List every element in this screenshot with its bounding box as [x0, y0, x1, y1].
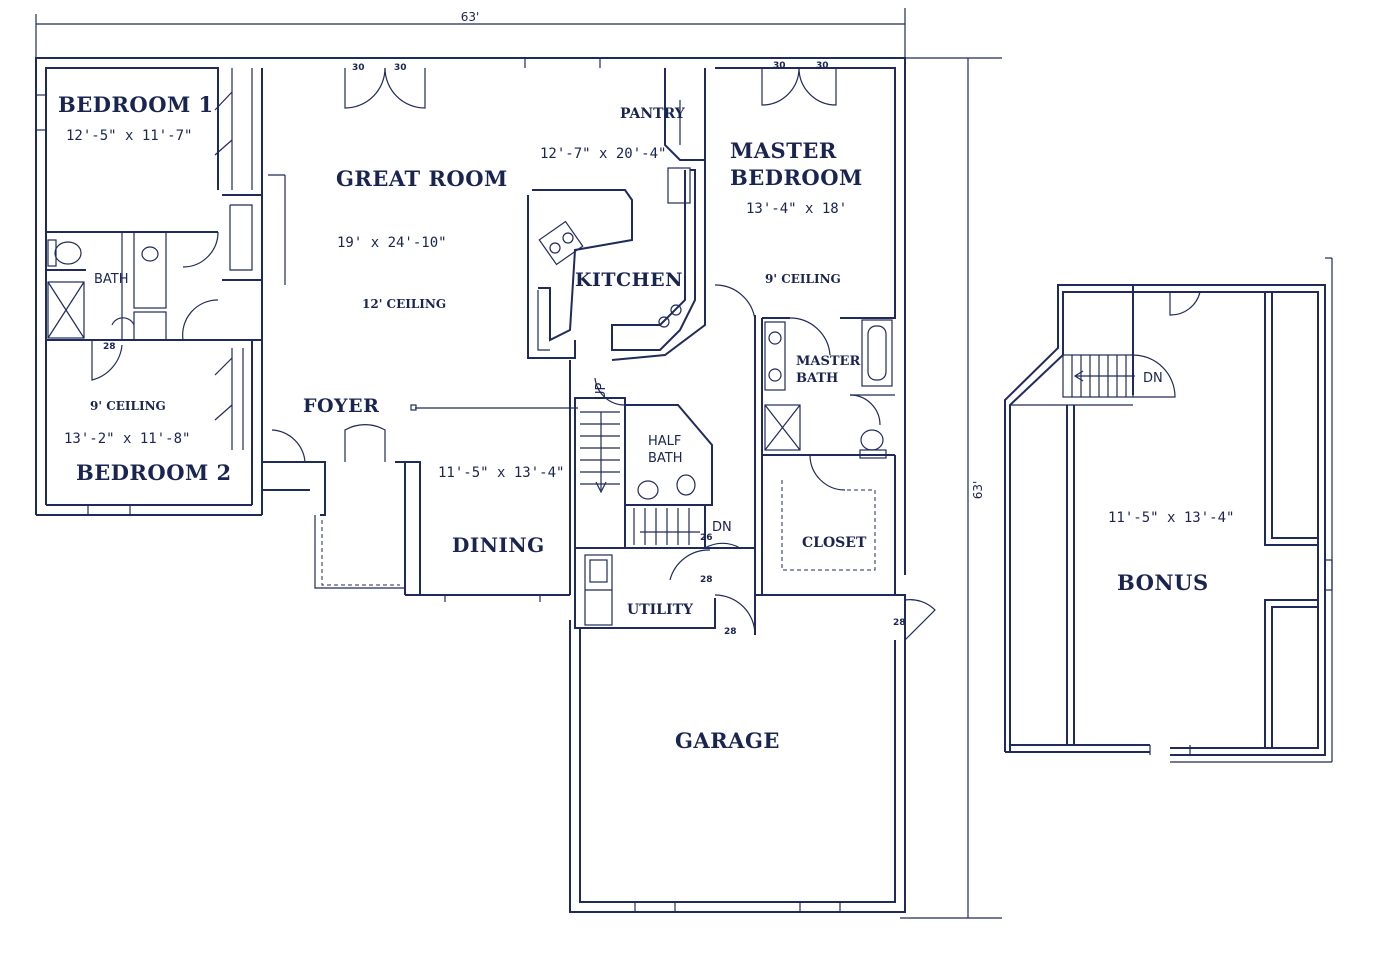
great-room-ceiling: 12' CEILING	[362, 297, 446, 311]
room-utility: UTILITY	[627, 602, 694, 618]
garage-name: GARAGE	[675, 728, 780, 753]
stair-down-label: DN	[712, 520, 732, 535]
master-bath-name-line1: MASTER	[796, 354, 860, 369]
dining-name: DINING	[452, 533, 545, 557]
bedroom2-dims: 13'-2" x 11'-8"	[64, 431, 190, 447]
closet-name: CLOSET	[802, 535, 867, 551]
door-size-label: 30	[352, 63, 365, 73]
room-pantry: PANTRY	[620, 106, 686, 122]
bonus-stair-down-label: DN	[1143, 371, 1163, 386]
room-half-bath: HALF BATH	[648, 434, 683, 466]
door-size-label: 28	[724, 627, 737, 637]
bath-name: BATH	[94, 272, 129, 287]
bedroom1-name: BEDROOM 1	[58, 92, 214, 117]
main-walls	[35, 57, 936, 913]
room-bonus: 11'-5" x 13'-4" BONUS	[1108, 510, 1234, 595]
room-dining: 11'-5" x 13'-4" DINING	[438, 465, 564, 557]
great-room-dims: 19' x 24'-10"	[337, 235, 447, 251]
overall-dimension-right: 63'	[900, 57, 1002, 919]
master-bedroom-dims: 13'-4" x 18'	[746, 201, 847, 217]
room-closet: CLOSET	[802, 535, 867, 551]
door-size-label: 28	[103, 342, 116, 352]
door-size-label: 28	[893, 618, 906, 628]
room-foyer: FOYER	[303, 395, 578, 417]
door-size-label: 30	[816, 61, 829, 71]
room-garage: GARAGE	[675, 728, 780, 753]
room-bedroom1: BEDROOM 1 12'-5" x 11'-7"	[58, 92, 214, 144]
master-bedroom-ceiling: 9' CEILING	[765, 272, 841, 286]
overall-height-label: 63'	[971, 481, 985, 500]
half-bath-name-line2: BATH	[648, 451, 683, 466]
bonus-name: BONUS	[1117, 570, 1209, 595]
foyer-name: FOYER	[303, 395, 379, 417]
overall-width-label: 63'	[461, 10, 480, 24]
stair-up-label: UP	[594, 382, 609, 400]
kitchen-dims: 12'-7" x 20'-4"	[540, 146, 666, 162]
door-size-label: 30	[773, 61, 786, 71]
door-size-label: 26	[700, 533, 713, 543]
room-master-bedroom: MASTER BEDROOM 13'-4" x 18' 9' CEILING	[730, 138, 863, 286]
cooktop-icon	[658, 304, 682, 328]
room-bedroom2: 9' CEILING 13'-2" x 11'-8" BEDROOM 2	[64, 399, 232, 485]
room-kitchen: 12'-7" x 20'-4" KITCHEN	[538, 146, 683, 328]
dining-dims: 11'-5" x 13'-4"	[438, 465, 564, 481]
master-bedroom-name-line1: MASTER	[730, 138, 837, 163]
bedroom2-ceiling: 9' CEILING	[90, 399, 166, 413]
utility-name: UTILITY	[627, 602, 694, 618]
bonus-walls	[1004, 257, 1333, 763]
half-bath-name-line1: HALF	[648, 434, 681, 449]
bedroom2-name: BEDROOM 2	[76, 460, 232, 485]
kitchen-sink-icon	[538, 220, 584, 266]
master-bedroom-name-line2: BEDROOM	[730, 165, 863, 190]
bedroom1-dims: 12'-5" x 11'-7"	[66, 128, 192, 144]
door-size-label: 30	[394, 63, 407, 73]
pantry-name: PANTRY	[620, 106, 686, 122]
overall-dimension-top: 63'	[35, 8, 906, 60]
room-great-room: GREAT ROOM 19' x 24'-10" 12' CEILING	[336, 166, 508, 311]
room-master-bath: MASTER BATH	[796, 354, 860, 386]
master-bath-name-line2: BATH	[796, 371, 838, 386]
kitchen-name: KITCHEN	[575, 269, 683, 291]
room-bath: BATH	[94, 272, 129, 287]
bonus-dims: 11'-5" x 13'-4"	[1108, 510, 1234, 526]
door-size-label: 28	[700, 575, 713, 585]
great-room-name: GREAT ROOM	[336, 166, 508, 191]
door-size-labels: 30 30 30 30 28 28 28 28 26	[103, 61, 906, 637]
